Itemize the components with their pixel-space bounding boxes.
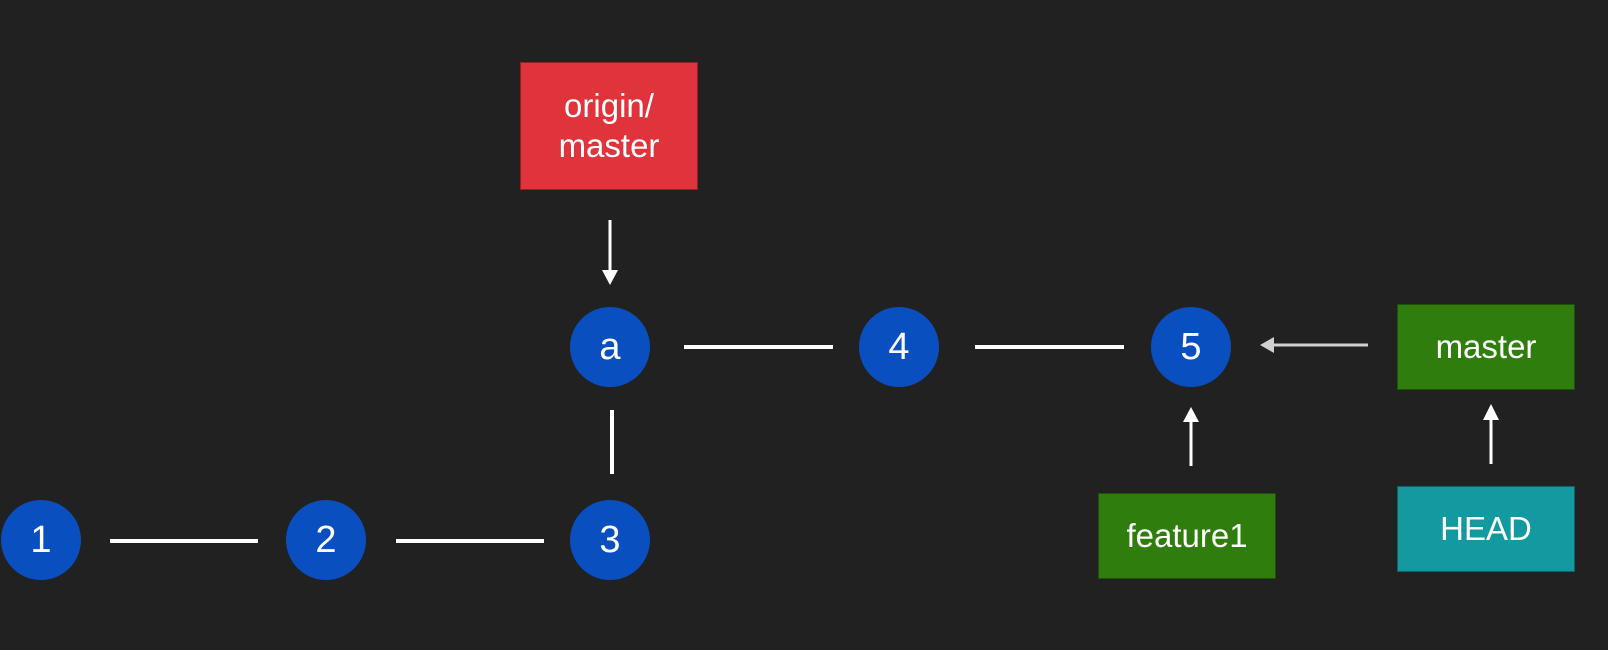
commit-node-1: 1 bbox=[1, 500, 81, 580]
head-text: HEAD bbox=[1440, 510, 1532, 547]
arrow-feature1-to-5 bbox=[1183, 407, 1199, 466]
commit-node-3: 3 bbox=[570, 500, 650, 580]
master-branch-text: master bbox=[1435, 328, 1537, 365]
arrow-head-to-master bbox=[1483, 404, 1499, 464]
commit-node-4: 4 bbox=[859, 307, 939, 387]
feature1-branch-text: feature1 bbox=[1126, 517, 1248, 554]
commit-node-2: 2 bbox=[286, 500, 366, 580]
commit-node-5: 5 bbox=[1151, 307, 1231, 387]
commit-node-a: a bbox=[570, 307, 650, 387]
feature1-branch-label: feature1 bbox=[1098, 493, 1276, 579]
origin-master-line1: origin/ bbox=[564, 87, 654, 124]
origin-master-label: origin/ master bbox=[520, 62, 698, 190]
arrow-origin-to-a bbox=[602, 220, 618, 285]
origin-master-line2: master bbox=[558, 127, 660, 164]
head-label: HEAD bbox=[1397, 486, 1575, 572]
arrow-master-to-5 bbox=[1260, 337, 1368, 353]
master-branch-label: master bbox=[1397, 304, 1575, 390]
